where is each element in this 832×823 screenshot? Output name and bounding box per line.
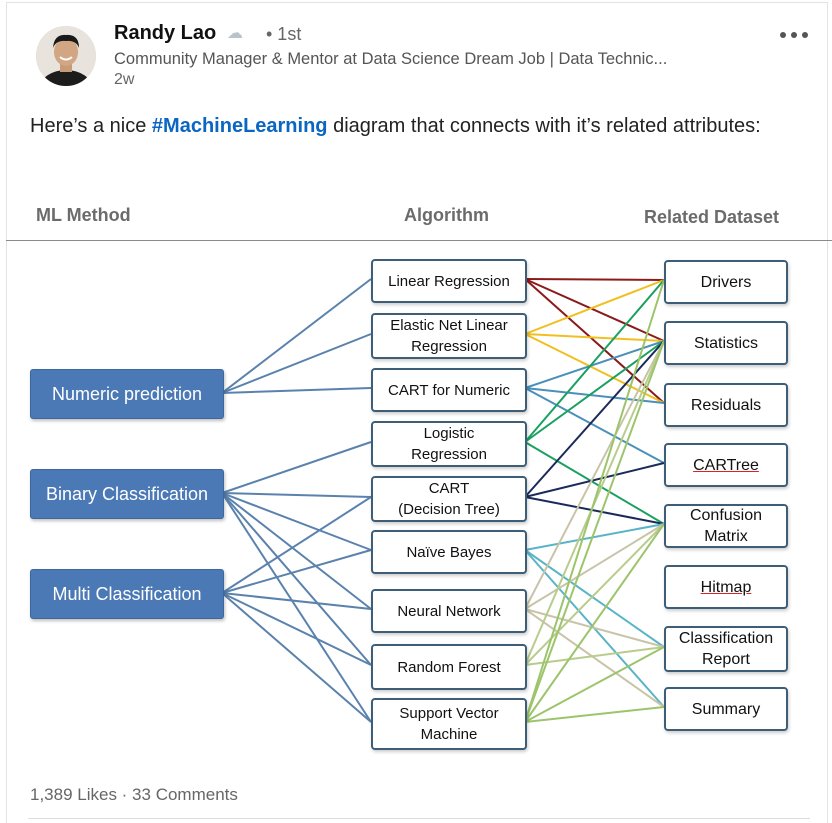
avatar-photo-icon	[36, 26, 96, 86]
method-algorithm-link	[221, 278, 372, 394]
algorithm-dataset-link	[524, 523, 665, 551]
post-text-body: diagram that connects with it’s related …	[327, 115, 761, 137]
author-avatar[interactable]	[36, 26, 96, 86]
method-algorithm-link	[221, 333, 372, 394]
header-ml-method: ML Method	[36, 205, 131, 225]
algorithm-dataset-link	[524, 278, 665, 342]
algorithm-dataset-link	[524, 278, 665, 404]
header-algorithm: Algorithm	[404, 205, 489, 225]
algorithm-dataset-link	[524, 462, 665, 498]
algorithm-box: Neural Network	[371, 589, 527, 633]
ml-method-box: Numeric prediction	[30, 369, 224, 419]
algorithm-dataset-link	[524, 706, 665, 723]
hashtag-link[interactable]: #MachineLearning	[151, 115, 328, 137]
algorithm-dataset-link	[524, 340, 665, 610]
method-algorithm-link	[221, 592, 372, 666]
algorithm-box: Elastic Net Linear Regression	[371, 313, 527, 359]
algorithm-box: Naïve Bayes	[371, 530, 527, 574]
algorithm-dataset-link	[524, 278, 665, 281]
author-name[interactable]: Randy Lao	[114, 22, 217, 44]
algorithm-dataset-link	[524, 387, 665, 404]
method-algorithm-link	[221, 492, 372, 610]
algorithm-dataset-link	[524, 608, 665, 648]
algorithm-box: CART for Numeric	[371, 368, 527, 412]
dataset-box: CARTree	[664, 443, 788, 487]
algorithm-dataset-link	[524, 608, 665, 708]
algorithm-dataset-link	[524, 646, 665, 666]
algorithm-dataset-link	[524, 646, 665, 723]
author-headline: Community Manager & Mentor at Data Scien…	[114, 50, 668, 68]
algorithm-dataset-link	[524, 279, 665, 335]
dataset-box: Statistics	[664, 321, 788, 365]
method-algorithm-link	[221, 492, 372, 723]
algorithm-dataset-link	[524, 340, 665, 498]
algorithm-dataset-link	[524, 340, 665, 443]
post-age: 2w	[114, 71, 135, 88]
method-algorithm-link	[221, 387, 372, 394]
header-related-dataset: Related Dataset	[644, 207, 780, 227]
more-options-icon[interactable]	[780, 30, 816, 40]
method-algorithm-link	[221, 592, 372, 723]
algorithm-dataset-link	[524, 523, 665, 666]
ml-method-box: Binary Classification	[30, 469, 224, 519]
method-algorithm-link	[221, 549, 372, 594]
dataset-box: Residuals	[664, 383, 788, 427]
post-text-intro: Here’s a nice	[30, 115, 152, 137]
algorithm-dataset-link	[524, 441, 665, 525]
algorithm-dataset-link	[524, 279, 665, 443]
post-social-counts[interactable]: 1,389 Likes · 33 Comments	[30, 785, 238, 804]
algorithm-dataset-link	[524, 523, 665, 723]
algorithm-box: Logistic Regression	[371, 421, 527, 467]
algorithm-dataset-link	[524, 340, 665, 389]
post-text: Here’s a nice #MachineLearning diagram t…	[30, 110, 790, 143]
method-algorithm-link	[221, 492, 372, 666]
algorithm-dataset-link	[524, 387, 665, 464]
algorithm-dataset-link	[524, 333, 665, 404]
algorithm-box: Linear Regression	[371, 259, 527, 303]
algorithm-dataset-link	[524, 549, 665, 648]
dataset-box: Drivers	[664, 260, 788, 304]
method-algorithm-link	[221, 441, 372, 494]
dataset-box: Summary	[664, 687, 788, 731]
algorithm-box: Support Vector Machine	[371, 698, 527, 750]
algorithm-dataset-link	[524, 279, 665, 723]
algorithm-dataset-link	[524, 523, 665, 610]
cloud-icon: ☁	[227, 25, 243, 42]
algorithm-dataset-link	[524, 496, 665, 525]
method-algorithm-link	[221, 492, 372, 498]
dataset-box: Confusion Matrix	[664, 504, 788, 548]
dataset-box: Hitmap	[664, 565, 788, 609]
method-algorithm-link	[221, 592, 372, 610]
ml-method-box: Multi Classification	[30, 569, 224, 619]
algorithm-box: CART (Decision Tree)	[371, 476, 527, 522]
method-algorithm-link	[221, 492, 372, 551]
method-algorithm-link	[221, 496, 372, 594]
algorithm-dataset-link	[524, 333, 665, 342]
algorithm-dataset-link	[524, 340, 665, 723]
diagram-header-divider	[6, 240, 832, 241]
footer-divider	[28, 818, 810, 819]
algorithm-box: Random Forest	[371, 644, 527, 690]
dataset-box: Classification Report	[664, 626, 788, 672]
connection-degree: • 1st	[266, 24, 302, 44]
